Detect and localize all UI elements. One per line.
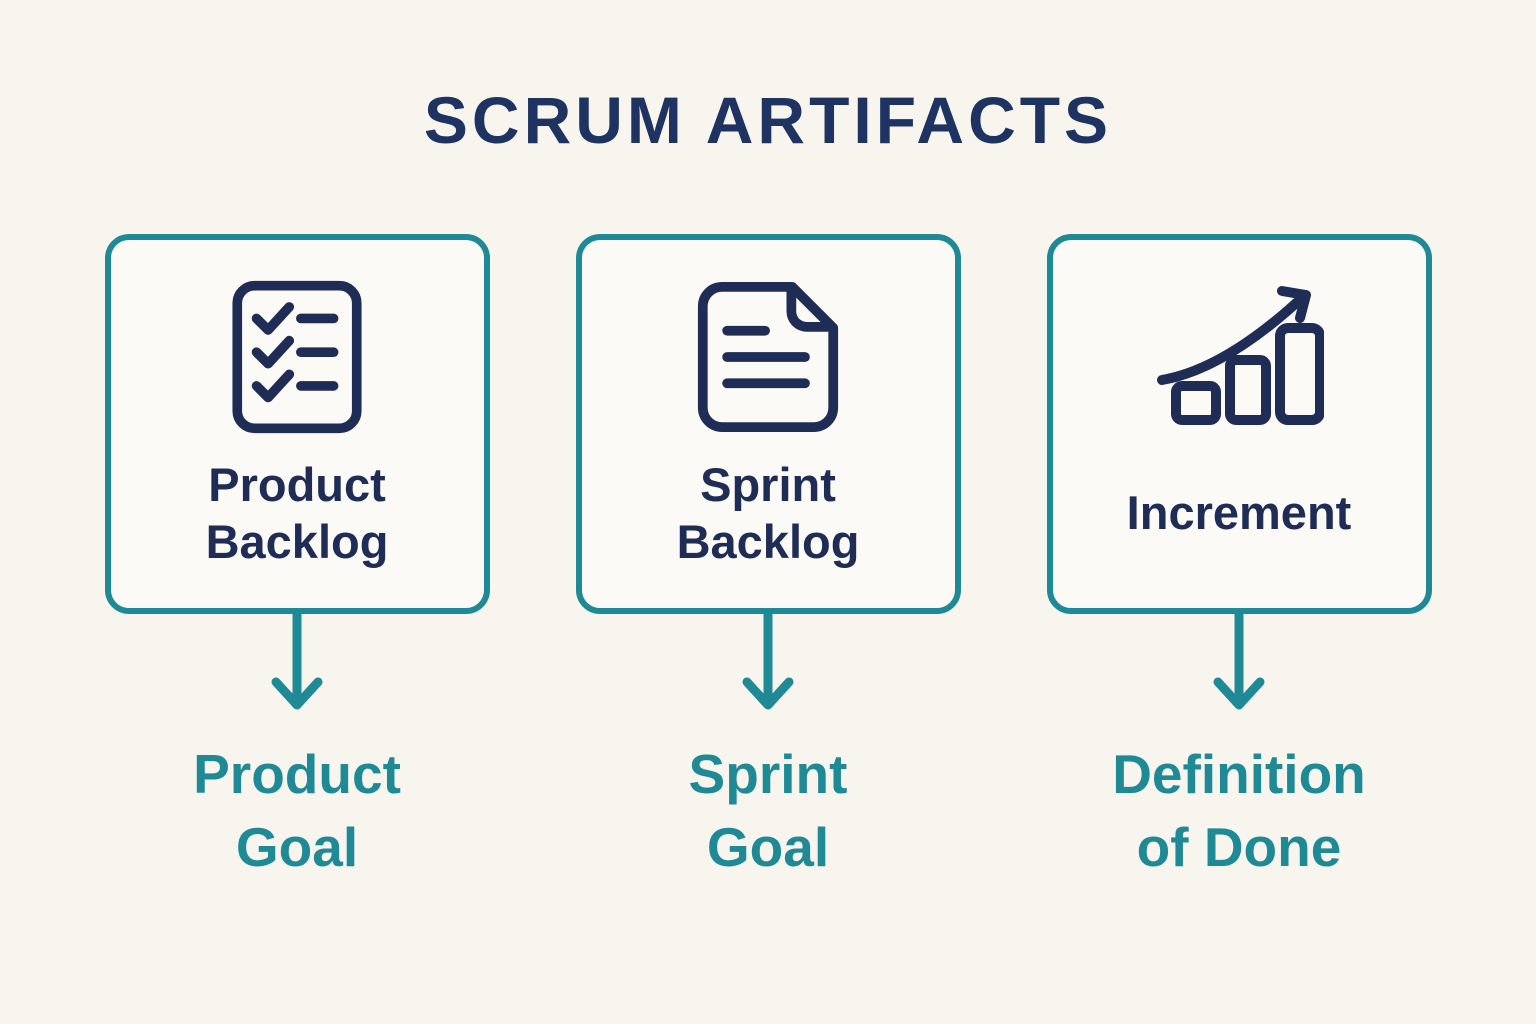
column-product-backlog: Product Backlog Product Goal [104,234,490,883]
goal-label-line: of Done [1136,815,1342,878]
goal-label-sprint-goal: Sprint Goal [689,738,848,883]
goal-label-line: Product [193,743,401,805]
card-label-line: Sprint [700,457,836,511]
goal-label-line: Goal [235,815,359,878]
goal-label-line: Goal [706,815,830,878]
goal-label-definition-of-done: Definition of Done [1112,738,1366,883]
card-label-sprint-backlog: Sprint Backlog [677,436,860,608]
card-label-line: Backlog [205,515,389,568]
card-product-backlog: Product Backlog [104,234,490,614]
goal-label-line: Definition [1112,743,1366,805]
card-label-product-backlog: Product Backlog [206,436,389,608]
down-arrow-icon [1213,612,1265,710]
down-arrow-icon [271,612,323,710]
card-label-line: Backlog [676,515,860,568]
page-title: SCRUM ARTIFACTS [423,83,1113,157]
growth-chart-icon [1154,278,1324,436]
document-icon [695,278,841,436]
card-sprint-backlog: Sprint Backlog [575,234,961,614]
artifact-columns: Product Backlog Product Goal [0,234,1536,883]
card-label-increment: Increment [1127,436,1352,608]
column-increment: Increment Definition of Done [1046,234,1432,883]
card-label-line: Product [208,457,386,511]
goal-label-product-goal: Product Goal [193,738,401,883]
column-sprint-backlog: Sprint Backlog Sprint Goal [575,234,961,883]
down-arrow-icon [742,612,794,710]
goal-label-line: Sprint [688,743,848,805]
card-label-line: Increment [1126,486,1352,540]
card-increment: Increment [1046,234,1432,614]
checklist-icon [228,278,366,436]
